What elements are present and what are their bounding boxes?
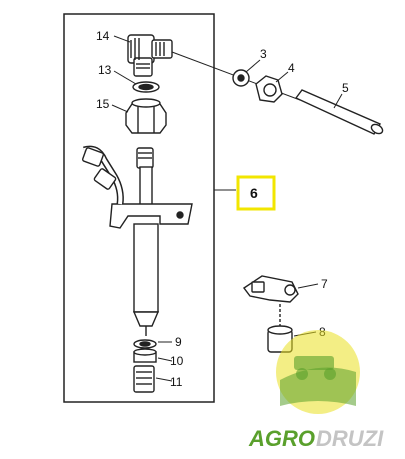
seal-10-part [133, 348, 157, 363]
nut-4-part [255, 75, 283, 103]
callout-5: 5 [342, 81, 349, 95]
leader-7 [297, 283, 319, 289]
tee-fitting-part [127, 34, 173, 77]
leader-15 [111, 104, 129, 113]
leader-5 [333, 93, 343, 109]
callout-9: 9 [175, 335, 182, 349]
leader-13 [113, 70, 137, 85]
callout-10: 10 [170, 354, 184, 368]
washer-3-part [232, 69, 250, 87]
leader-4 [275, 71, 289, 83]
leader-14 [113, 35, 131, 43]
leader-3 [245, 59, 261, 73]
washer-13-part [132, 81, 160, 93]
callout-4: 4 [288, 61, 295, 75]
callout-15: 15 [96, 97, 110, 111]
washer-9-part [133, 339, 157, 349]
callout-6-highlight [236, 175, 276, 211]
assembly-frame [63, 13, 215, 403]
callout-6: 6 [250, 185, 258, 201]
leader-11 [155, 377, 173, 382]
agrodruzi-logo [276, 330, 360, 414]
injector-part [82, 145, 193, 336]
nut-15-part [125, 98, 167, 134]
leader-10 [157, 357, 173, 362]
callout-3: 3 [260, 47, 267, 61]
clamp-7-part [242, 275, 299, 303]
callout-13: 13 [98, 63, 112, 77]
callout-7: 7 [321, 277, 328, 291]
sleeve-11-part [133, 365, 155, 393]
pipe-5-part [294, 89, 384, 135]
brand-druzi: DRUZI [316, 426, 384, 451]
brand-agro: AGRO [248, 426, 315, 451]
callout-11: 11 [170, 375, 183, 389]
callout-14: 14 [96, 29, 110, 43]
